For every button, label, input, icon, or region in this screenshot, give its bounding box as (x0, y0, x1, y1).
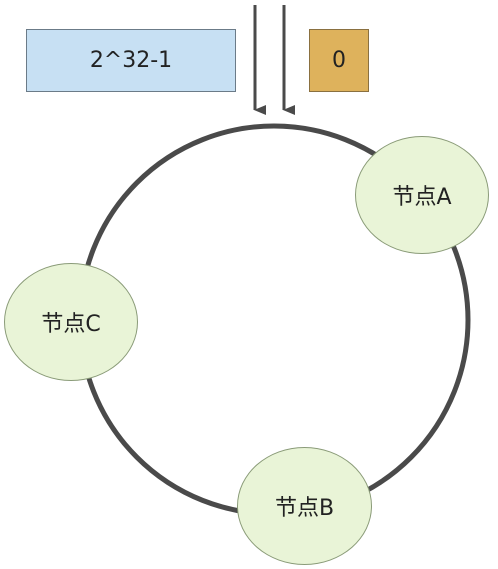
node-a: 节点A (355, 136, 489, 254)
node-c-label: 节点C (41, 312, 101, 337)
node-b: 节点B (237, 447, 372, 565)
node-b-label: 节点B (274, 496, 335, 521)
node-a-label: 节点A (392, 185, 452, 210)
node-c: 节点C (4, 263, 138, 381)
zero-hash-label: 0 (309, 29, 369, 92)
max-hash-label: 2^32-1 (26, 29, 236, 92)
